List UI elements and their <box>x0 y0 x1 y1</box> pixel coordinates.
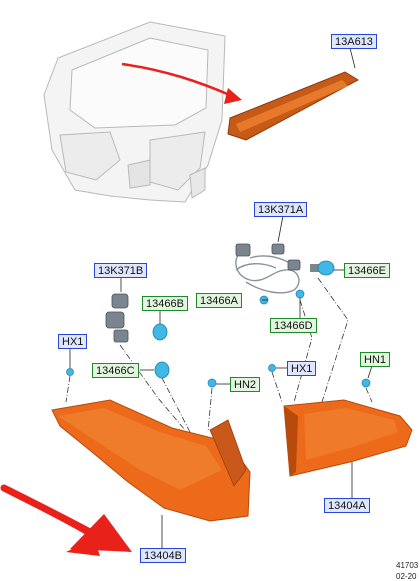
assembly-lines <box>65 277 373 433</box>
callout-13466C[interactable]: 13466C <box>92 363 139 378</box>
callout-HN2[interactable]: HN2 <box>230 377 261 392</box>
callout-13466D[interactable]: 13466D <box>270 318 317 333</box>
callout-13404B[interactable]: 13404B <box>140 548 186 563</box>
callout-13466B[interactable]: 13466B <box>142 296 188 311</box>
footer-line2: 02-20 <box>396 572 417 581</box>
fastener-HN1 <box>361 378 371 388</box>
callout-13K371B[interactable]: 13K371B <box>94 263 148 278</box>
callout-HX1-left[interactable]: HX1 <box>58 334 88 349</box>
callout-HX1-right[interactable]: HX1 <box>287 361 317 376</box>
callout-HN1[interactable]: HN1 <box>360 352 391 367</box>
bulb-13466E <box>310 260 335 276</box>
connector-13K371A <box>235 243 301 271</box>
tail-lamp-left <box>51 399 251 522</box>
callout-13466A[interactable]: 13466A <box>196 293 242 308</box>
bulb-13466C <box>154 361 170 379</box>
fastener-HN2 <box>207 378 217 388</box>
footer-line1: 41703 <box>396 561 419 570</box>
red-arrow-13404B <box>0 484 132 556</box>
wiring-harness-right <box>235 251 300 294</box>
wiring-harness-left <box>105 293 129 343</box>
bulb-13466D <box>295 289 305 299</box>
callout-13K371A[interactable]: 13K371A <box>254 202 308 217</box>
high-mount-stop-lamp <box>227 71 360 141</box>
callout-13466E[interactable]: 13466E <box>344 263 390 278</box>
tail-lamp-right <box>283 399 413 477</box>
liftgate <box>43 21 226 203</box>
fastener-HX1-right <box>268 364 276 372</box>
bulb-13466B <box>152 323 168 341</box>
fastener-HX1-left <box>66 368 74 376</box>
callout-13404A[interactable]: 13404A <box>324 498 370 513</box>
callout-13A613[interactable]: 13A613 <box>331 34 377 49</box>
